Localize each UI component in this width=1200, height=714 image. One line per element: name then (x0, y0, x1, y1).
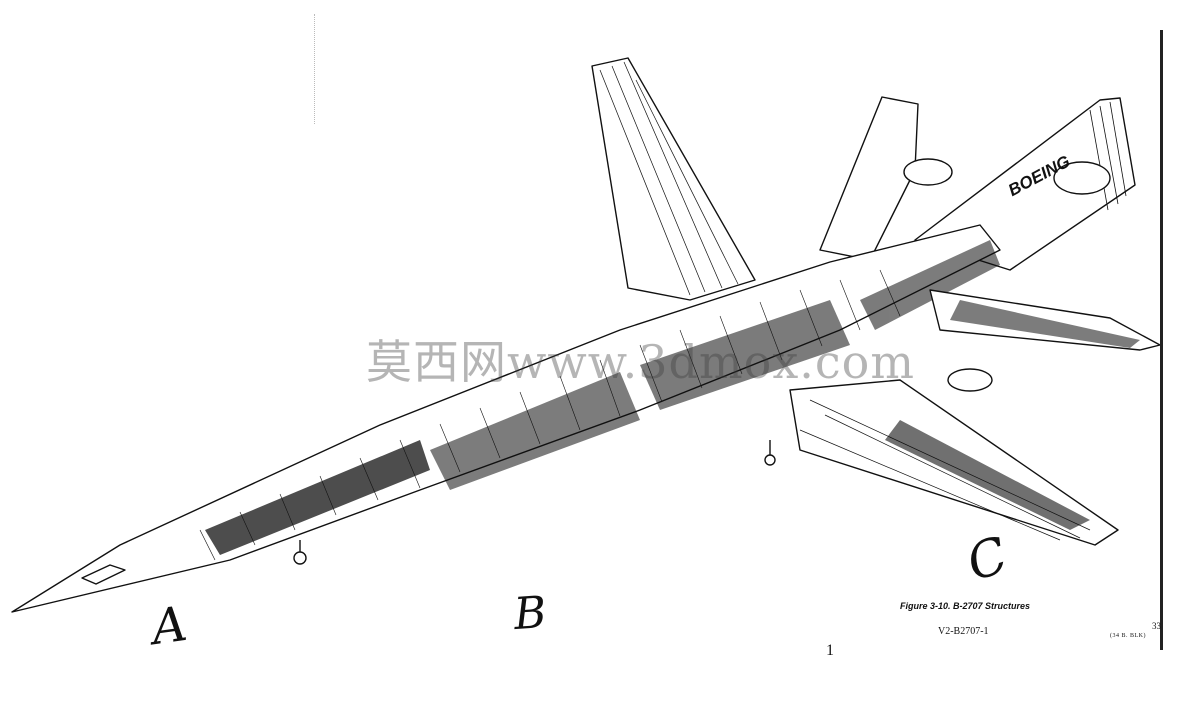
margin-rule-left (314, 14, 316, 124)
binding-edge-line (1160, 30, 1163, 650)
engine-nacelle-lower (947, 368, 993, 392)
page-subnote: (34 B. BLK) (1110, 633, 1146, 639)
section-label-a: A (148, 595, 191, 657)
cabin-seats (205, 440, 430, 555)
watermark: 莫西网www.3dmox.com (366, 335, 915, 389)
lower-wing-hatch (885, 420, 1090, 530)
main-landing-gear (764, 440, 776, 466)
figure-caption: Figure 3-10. B-2707 Structures (900, 601, 1031, 611)
document-code: V2-B2707-1 (938, 626, 989, 637)
cockpit-windows (81, 564, 126, 585)
vertical-fin-left (819, 96, 919, 261)
upper-wing (591, 57, 756, 301)
nose-landing-gear (293, 540, 307, 565)
stray-mark: 1 (826, 642, 834, 659)
internal-structure (430, 240, 1000, 490)
section-label-b: B (512, 586, 549, 641)
page-number: 33 (1152, 621, 1161, 631)
tail-emblem (1053, 161, 1111, 195)
engine-nacelle-upper (903, 158, 953, 186)
